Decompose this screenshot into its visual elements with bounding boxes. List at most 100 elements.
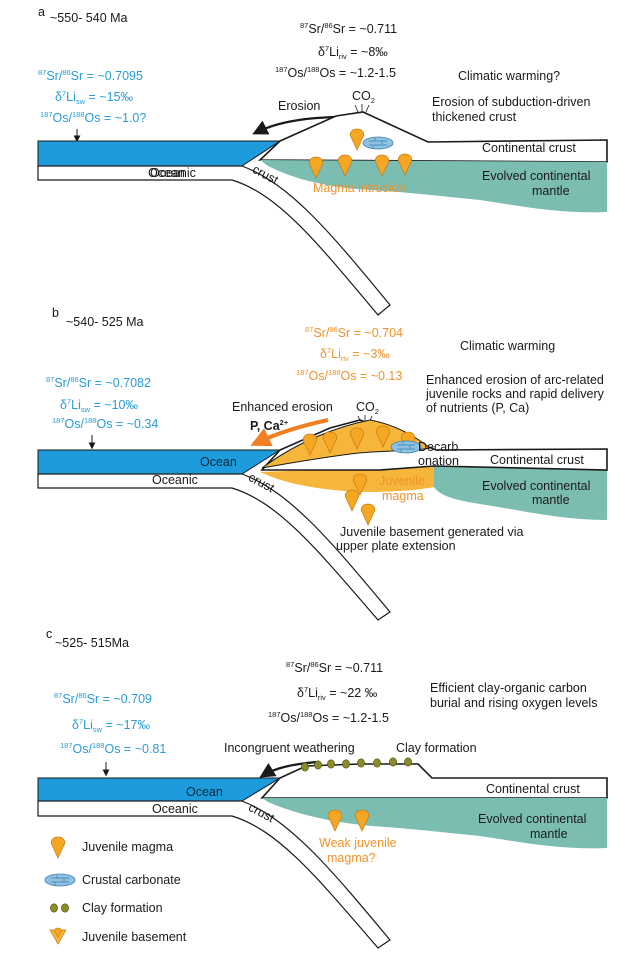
panel-a-ocean-label: Ocean — [148, 166, 185, 180]
panel-c-mantle-label-1: Evolved continental — [478, 812, 586, 826]
panel-c-magma-1 — [327, 809, 343, 832]
panel-a-river-sr: 87Sr/86Sr = ~0.711 — [300, 21, 397, 36]
panel-b-letter: b — [52, 306, 59, 320]
panel-c-weathering-label: Incongruent weathering — [224, 741, 355, 755]
panel-b-juvenile-1: Juvenile — [379, 474, 425, 488]
panel-b-erosion-arrow — [250, 418, 329, 447]
legend-juvenile-basement: Juvenile basement — [82, 930, 187, 944]
panel-b-river-os: 187Os/188Os = ~0.13 — [296, 368, 402, 383]
panel-b-co2: CO2 — [356, 400, 379, 416]
panel-b-basement-2: upper plate extension — [336, 539, 456, 553]
panel-b-process-2: juvenile rocks and rapid delivery — [425, 387, 605, 401]
legend-magma-icon — [50, 836, 66, 859]
panel-c-clay-1 — [301, 762, 309, 772]
panel-a-climate: Climatic warming? — [458, 69, 560, 83]
panel-a-continental-label: Continental crust — [482, 141, 576, 155]
panel-c-continental-label: Continental crust — [486, 782, 580, 796]
panel-c-river-li: δ7Liriv = ~22 ‰ — [297, 685, 378, 702]
panel-a: a ~550- 540 Ma 87Sr/86Sr = ~0.711 δ7Liri… — [37, 5, 608, 316]
panel-c-clay-5 — [357, 758, 365, 768]
panel-b-mantle — [434, 466, 607, 520]
panel-a-letter: a — [38, 5, 45, 19]
panel-c-letter: c — [46, 627, 52, 641]
panel-b-lower-juvenile — [260, 466, 434, 492]
panel-c-river-os: 187Os/188Os = ~1.2-1.5 — [268, 710, 389, 725]
panel-c-ocean-label: Ocean — [186, 785, 223, 799]
panel-c-mantle — [262, 798, 607, 849]
panel-b-basement-1: Juvenile basement generated via — [340, 525, 524, 539]
panel-a-co2-ticks — [354, 104, 370, 113]
panel-b-river-sr: 87Sr/86Sr = ~0.704 — [305, 325, 403, 340]
panel-a-river-os: 187Os/188Os = ~1.2-1.5 — [275, 65, 396, 80]
panel-a-erosion-arrow — [252, 115, 337, 135]
panel-b-river-li: δ7Liriv = ~3‰ — [320, 346, 390, 363]
panel-b-erosion-label: Enhanced erosion — [232, 400, 333, 414]
panel-b-mantle-label-1: Evolved continental — [482, 479, 590, 493]
panel-b-sw-li: δ7Lisw = ~10‰ — [60, 397, 139, 414]
legend-juvenile-magma: Juvenile magma — [82, 840, 173, 854]
panel-b-process-1: Enhanced erosion of arc-related — [426, 373, 604, 387]
panel-c-process-1: Efficient clay-organic carbon — [430, 681, 587, 695]
panel-c: c ~525- 515Ma 87Sr/86Sr = ~0.711 δ7Liriv… — [37, 627, 608, 949]
panel-c-clay-8 — [404, 757, 412, 767]
panel-b-magma-7 — [344, 489, 360, 512]
panel-c-mantle-label-2: mantle — [530, 827, 568, 841]
panel-c-weathering-arrow — [259, 760, 319, 778]
panel-b-process-3: of nutrients (P, Ca) — [426, 401, 529, 415]
panel-a-oceanic-label: Oceanic — [150, 166, 196, 180]
panel-a-mantle — [260, 160, 607, 213]
panel-a-sw-sr: 87Sr/86Sr = ~0.7095 — [38, 68, 143, 83]
legend-clay-icon-1 — [50, 903, 58, 913]
legend-clay-icon-2 — [61, 903, 69, 913]
panel-a-sw-li: δ7Lisw = ~15‰ — [55, 89, 134, 106]
panel-b-sw-sr: 87Sr/86Sr = ~0.7082 — [46, 375, 151, 390]
panel-b-mantle-label-2: mantle — [532, 493, 570, 507]
panel-b-continental-label: Continental crust — [490, 453, 584, 467]
panel-c-sw-sr: 87Sr/86Sr = ~0.709 — [54, 691, 152, 706]
panel-c-oceanic-crust — [37, 800, 391, 949]
panel-b-magma-8 — [360, 503, 376, 526]
panel-a-erosion-label: Erosion — [278, 99, 320, 113]
panel-c-weak-1: Weak juvenile — [319, 836, 397, 850]
panel-b-sw-os: 187Os/188Os = ~0.34 — [52, 416, 158, 431]
panel-a-process-2: thickened crust — [432, 110, 517, 124]
panel-a-mantle-label-1: Evolved continental — [482, 169, 590, 183]
panel-a-age: ~550- 540 Ma — [50, 11, 128, 25]
panel-b-ocean — [37, 449, 282, 475]
panel-b-carbonate — [390, 440, 422, 454]
panel-a-sw-os: 187Os/188Os = ~1.0? — [40, 110, 146, 125]
panel-c-magma-2 — [354, 809, 370, 832]
panel-a-river-li: δ7Liriv = ~8‰ — [318, 44, 388, 61]
panel-a-mantle-label-2: mantle — [532, 184, 570, 198]
panel-c-sw-li: δ7Lisw = ~17‰ — [72, 717, 151, 734]
legend-basement-icon — [49, 927, 67, 945]
panel-c-clay-3 — [327, 759, 335, 769]
panel-c-clay-4 — [342, 759, 350, 769]
panel-c-process-2: burial and rising oxygen levels — [430, 696, 597, 710]
panel-c-sw-os: 187Os/188Os = ~0.81 — [60, 741, 166, 756]
panel-c-oceanic-label: Oceanic — [152, 802, 198, 816]
panel-c-clay-6 — [373, 758, 381, 768]
panel-a-oceanic-crust — [37, 165, 391, 316]
panel-c-weak-2: magma? — [327, 851, 376, 865]
panel-b-climate: Climatic warming — [460, 339, 555, 353]
panel-a-magma-label: Magma intrusion — [313, 181, 405, 195]
panel-a-ocean — [37, 140, 282, 167]
panel-b: b ~540- 525 Ma 87Sr/86Sr = ~0.704 δ7Liri… — [37, 306, 608, 621]
panel-c-river-sr: 87Sr/86Sr = ~0.711 — [286, 660, 383, 675]
panel-c-clay-label: Clay formation — [396, 741, 477, 755]
panel-b-decarb-1: Decarb — [418, 440, 458, 454]
panel-b-ocean-label: Ocean — [200, 455, 237, 469]
panel-b-decarb-2: onation — [418, 454, 459, 468]
panel-c-clay-2 — [314, 760, 322, 770]
panel-a-process-1: Erosion of subduction-driven — [432, 95, 590, 109]
legend-crustal-carbonate: Crustal carbonate — [82, 873, 181, 887]
panel-c-age: ~525- 515Ma — [55, 636, 129, 650]
panel-a-carbonate — [362, 136, 394, 150]
panel-b-juvenile-2: magma — [382, 489, 424, 503]
legend-clay-formation: Clay formation — [82, 901, 163, 915]
panel-a-co2: CO2 — [352, 89, 375, 105]
panel-b-oceanic-crust — [37, 473, 391, 621]
legend: Juvenile magma Crustal carbonate Clay fo… — [44, 836, 187, 945]
panel-c-clay-7 — [389, 757, 397, 767]
